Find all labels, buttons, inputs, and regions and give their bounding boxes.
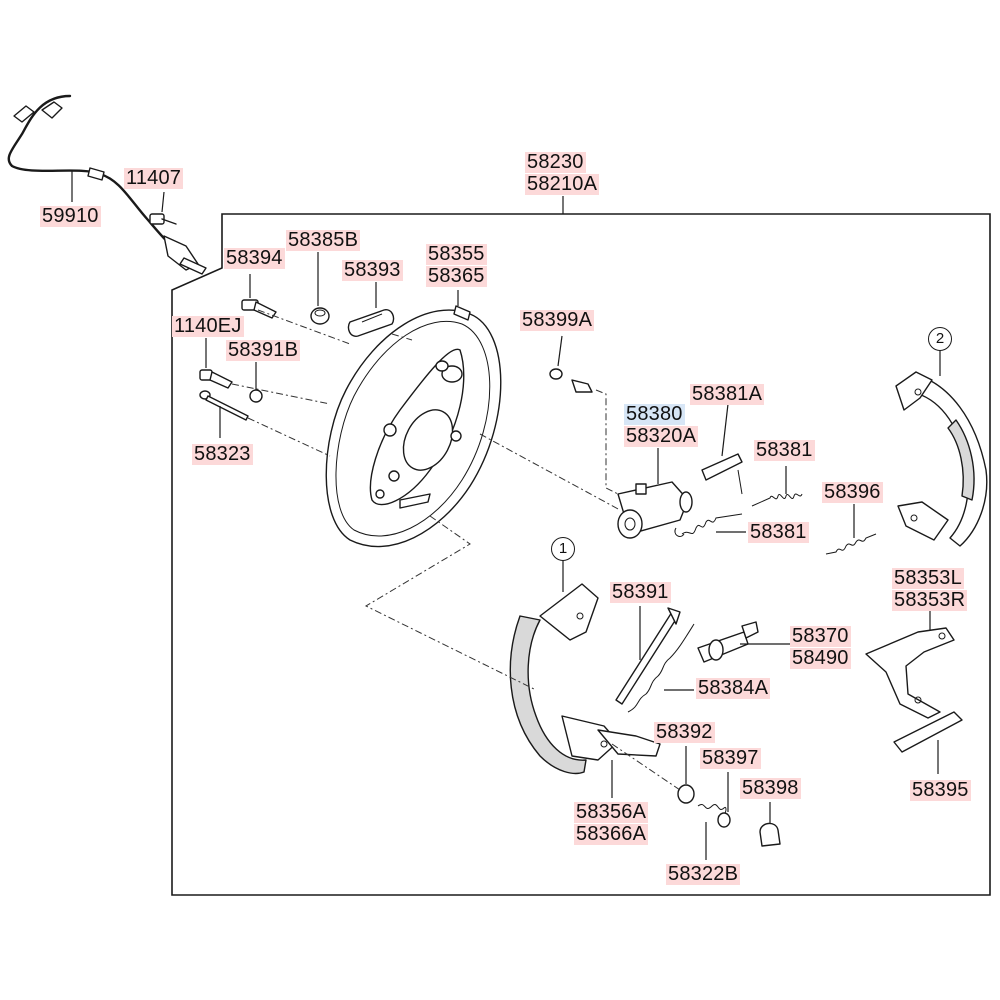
label-58392: 58392: [654, 721, 715, 743]
label-58323: 58323: [192, 443, 253, 465]
bolt-11407: [149, 213, 177, 225]
label-11407: 11407: [124, 167, 184, 189]
label-58399A: 58399A: [520, 309, 595, 331]
label-58355: 58355: [426, 243, 487, 265]
label-58385B: 58385B: [286, 229, 361, 251]
label-58391: 58391: [610, 581, 671, 603]
spring-58384A: [627, 623, 695, 713]
cup-58392: [677, 784, 695, 804]
bolt-1140EJ: [199, 369, 233, 389]
label-58322B: 58322B: [666, 863, 741, 885]
spring-58381-lower: [674, 513, 743, 537]
spring-58396: [825, 533, 877, 555]
brake-shoe-2: [895, 371, 988, 547]
parking-lever-58353: [865, 627, 955, 719]
strut-58391: [615, 607, 681, 705]
adjuster-58370: [697, 621, 759, 663]
spring-58381-upper: [751, 493, 803, 507]
pin-58323: [199, 390, 249, 421]
washer-58397: [717, 812, 731, 828]
grommet-58385B: [310, 307, 330, 325]
cap-58398: [759, 822, 781, 847]
backing-plate: [325, 305, 502, 548]
label-58381A: 58381A: [690, 383, 765, 405]
label-58381-lower: 58381: [748, 521, 809, 543]
label-58394: 58394: [224, 247, 285, 269]
label-58396: 58396: [822, 481, 883, 503]
label-58230: 58230: [525, 151, 586, 173]
label-58353L: 58353L: [892, 567, 964, 589]
label-58356A: 58356A: [574, 801, 649, 823]
label-58366A: 58366A: [574, 823, 649, 845]
washer-58391B: [249, 389, 263, 403]
label-58320A: 58320A: [624, 425, 699, 447]
label-58397: 58397: [700, 747, 761, 769]
label-58384A: 58384A: [696, 677, 771, 699]
label-58490: 58490: [790, 647, 851, 669]
parking-brake-cable: [7, 94, 207, 275]
assembly-frame: [171, 213, 991, 896]
spring-58322B: [697, 804, 727, 818]
label-58398: 58398: [740, 777, 801, 799]
label-58391B: 58391B: [226, 339, 301, 361]
adjuster-lever-58381A: [701, 453, 743, 495]
label-1140EJ: 1140EJ: [172, 315, 244, 337]
label-58393: 58393: [342, 259, 403, 281]
label-58395: 58395: [910, 779, 971, 801]
label-58370: 58370: [790, 625, 851, 647]
bleeder-58399A: [549, 368, 593, 393]
callout-2: 2: [928, 327, 952, 351]
wheel-cylinder: [617, 481, 693, 539]
brake-shoe-1: [509, 583, 661, 775]
label-58210A: 58210A: [525, 173, 600, 195]
strut-58395: [893, 711, 963, 753]
label-58381-upper: 58381: [754, 439, 815, 461]
label-58353R: 58353R: [892, 589, 968, 611]
plug-58393: [347, 309, 395, 337]
label-59910: 59910: [40, 205, 101, 227]
callout-1: 1: [551, 537, 575, 561]
label-58365: 58365: [426, 265, 487, 287]
bolt-58394: [241, 299, 277, 319]
label-58380: 58380: [624, 403, 685, 425]
